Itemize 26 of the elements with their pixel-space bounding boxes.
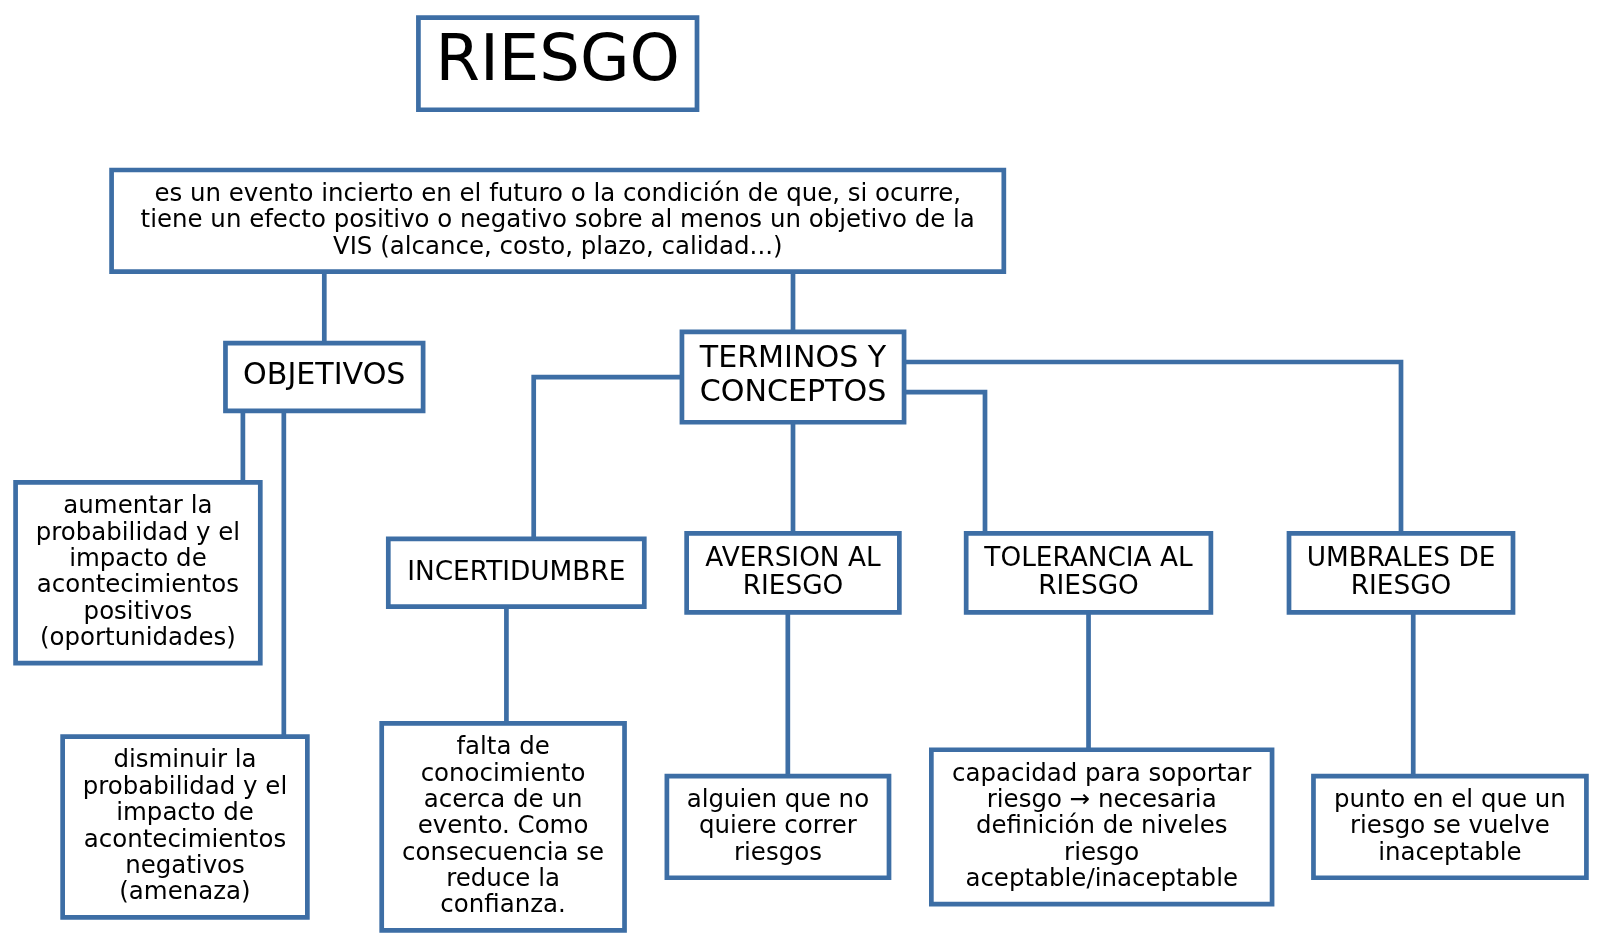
node-box: UMBRALES DE RIESGO xyxy=(1286,530,1516,615)
node-box: falta de conocimiento acerca de un evento. Como consecuencia se reduce la confianza. xyxy=(379,720,627,933)
connector xyxy=(531,374,682,539)
node-box: TOLERANCIA AL RIESGO xyxy=(963,530,1214,615)
node-box: capacidad para soportar riesgo → necesaria definición de niveles riesgo aceptable/inaceptable xyxy=(929,746,1275,906)
connector xyxy=(904,389,988,533)
connector xyxy=(790,271,796,332)
connector xyxy=(281,411,287,736)
node-box: RIESGO xyxy=(416,14,700,112)
connector xyxy=(1086,612,1091,750)
node-box: INCERTIDUMBRE xyxy=(385,536,647,609)
node-box: aumentar la probabilidad y el impacto de acontecimientos positivos (oportunidades) xyxy=(13,479,263,666)
connector xyxy=(790,421,796,533)
node-box: alguien que no quiere correr riesgos xyxy=(664,773,892,880)
connector xyxy=(904,359,1404,533)
node-box: AVERSION AL RIESGO xyxy=(684,530,902,615)
connector xyxy=(785,612,791,775)
node-box: TERMINOS Y CONCEPTOS xyxy=(679,329,907,425)
connector xyxy=(1410,612,1416,775)
node-box: es un evento incierto en el futuro o la condición de que, si ocurre, tiene un efecto positivo o negativo sobre al menos un objetivo de la VIS (alcance, costo, plazo, calidad...) xyxy=(109,167,1007,274)
connector xyxy=(504,606,509,723)
node-box: punto en el que un riesgo se vuelve inaceptable xyxy=(1311,773,1589,880)
node-box: OBJETIVOS xyxy=(223,340,426,413)
connector xyxy=(240,410,246,482)
connector xyxy=(321,271,327,343)
node-box: disminuir la probabilidad y el impacto de acontecimientos negativos (amenaza) xyxy=(60,733,310,920)
